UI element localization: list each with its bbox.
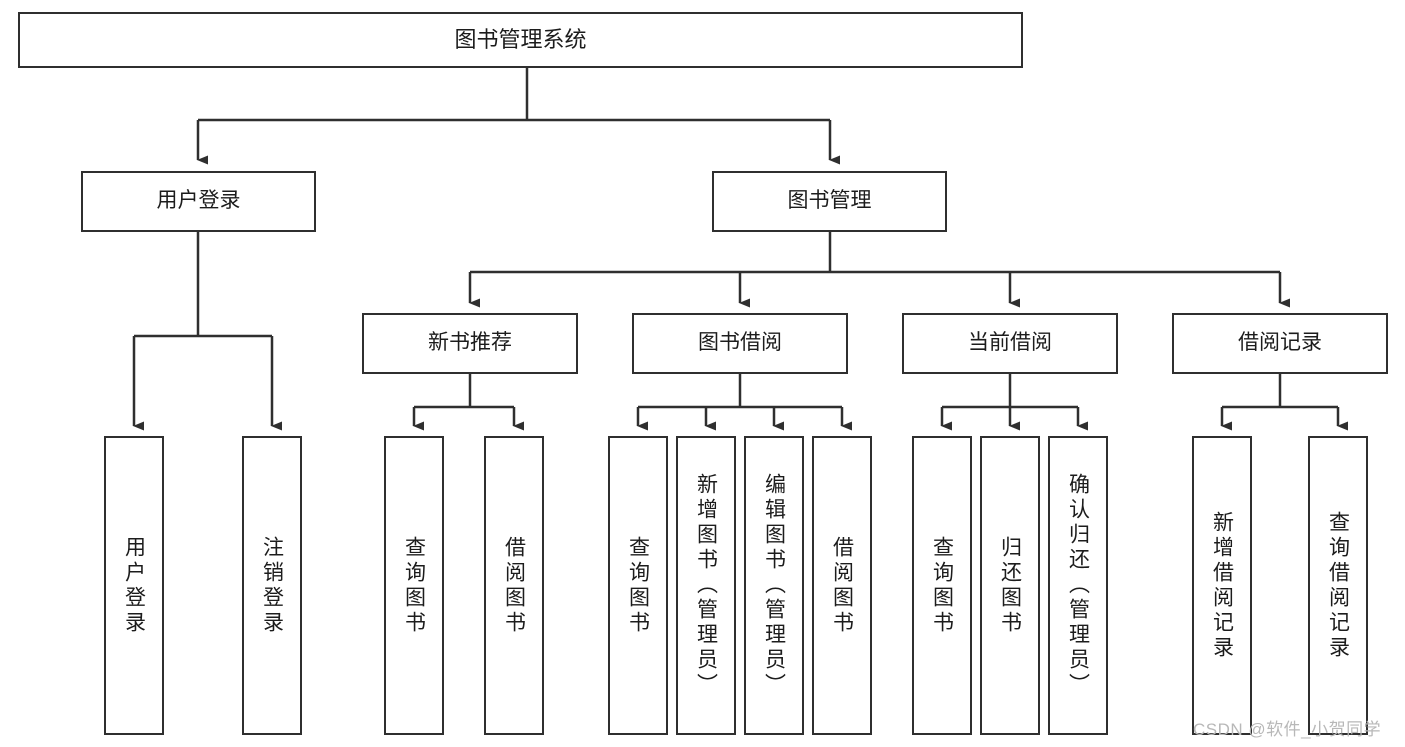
leaf-current-confirm-return-admin[interactable]: 确认归还（管理员）	[1048, 436, 1108, 735]
leaf-borrow-query-book[interactable]: 查询图书	[608, 436, 668, 735]
node-label: 查询借阅记录	[1326, 510, 1350, 661]
node-book-borrow[interactable]: 图书借阅	[632, 313, 848, 374]
node-label: 新增借阅记录	[1210, 510, 1234, 661]
leaf-borrow-borrow-book[interactable]: 借阅图书	[812, 436, 872, 735]
leaf-borrow-add-book-admin[interactable]: 新增图书（管理员）	[676, 436, 736, 735]
node-user-login[interactable]: 用户登录	[81, 171, 316, 232]
leaf-borrow-edit-book-admin[interactable]: 编辑图书（管理员）	[744, 436, 804, 735]
node-label: 注销登录	[260, 535, 284, 636]
leaf-user-login-login[interactable]: 用户登录	[104, 436, 164, 735]
node-label: 当前借阅	[968, 331, 1052, 355]
node-label: 归还图书	[998, 535, 1022, 636]
node-label: 查询图书	[626, 535, 650, 636]
node-label: 编辑图书（管理员）	[762, 473, 786, 698]
leaf-records-add-record[interactable]: 新增借阅记录	[1192, 436, 1252, 735]
leaf-current-query-book[interactable]: 查询图书	[912, 436, 972, 735]
node-label: 借阅图书	[830, 535, 854, 636]
node-label: 新增图书（管理员）	[694, 473, 718, 698]
node-borrow-records[interactable]: 借阅记录	[1172, 313, 1388, 374]
node-label: 图书管理	[787, 189, 872, 213]
leaf-recommend-query-book[interactable]: 查询图书	[384, 436, 444, 735]
leaf-records-query-record[interactable]: 查询借阅记录	[1308, 436, 1368, 735]
node-label: 图书管理系统	[454, 27, 587, 53]
node-new-book-recommend[interactable]: 新书推荐	[362, 313, 578, 374]
leaf-recommend-borrow-book[interactable]: 借阅图书	[484, 436, 544, 735]
leaf-current-return-book[interactable]: 归还图书	[980, 436, 1040, 735]
node-label: 借阅图书	[502, 535, 526, 636]
leaf-user-login-logout[interactable]: 注销登录	[242, 436, 302, 735]
node-label: 新书推荐	[428, 331, 512, 355]
node-label: 图书借阅	[698, 331, 782, 355]
node-label: 查询图书	[930, 535, 954, 636]
node-label: 用户登录	[156, 189, 241, 213]
node-root-system[interactable]: 图书管理系统	[18, 12, 1023, 68]
node-book-management[interactable]: 图书管理	[712, 171, 947, 232]
csdn-watermark: CSDN @软件_小贺同学	[1193, 720, 1382, 739]
node-label: 确认归还（管理员）	[1066, 473, 1090, 698]
node-label: 用户登录	[122, 535, 146, 636]
node-label: 查询图书	[402, 535, 426, 636]
node-current-borrow[interactable]: 当前借阅	[902, 313, 1118, 374]
node-label: 借阅记录	[1238, 331, 1322, 355]
